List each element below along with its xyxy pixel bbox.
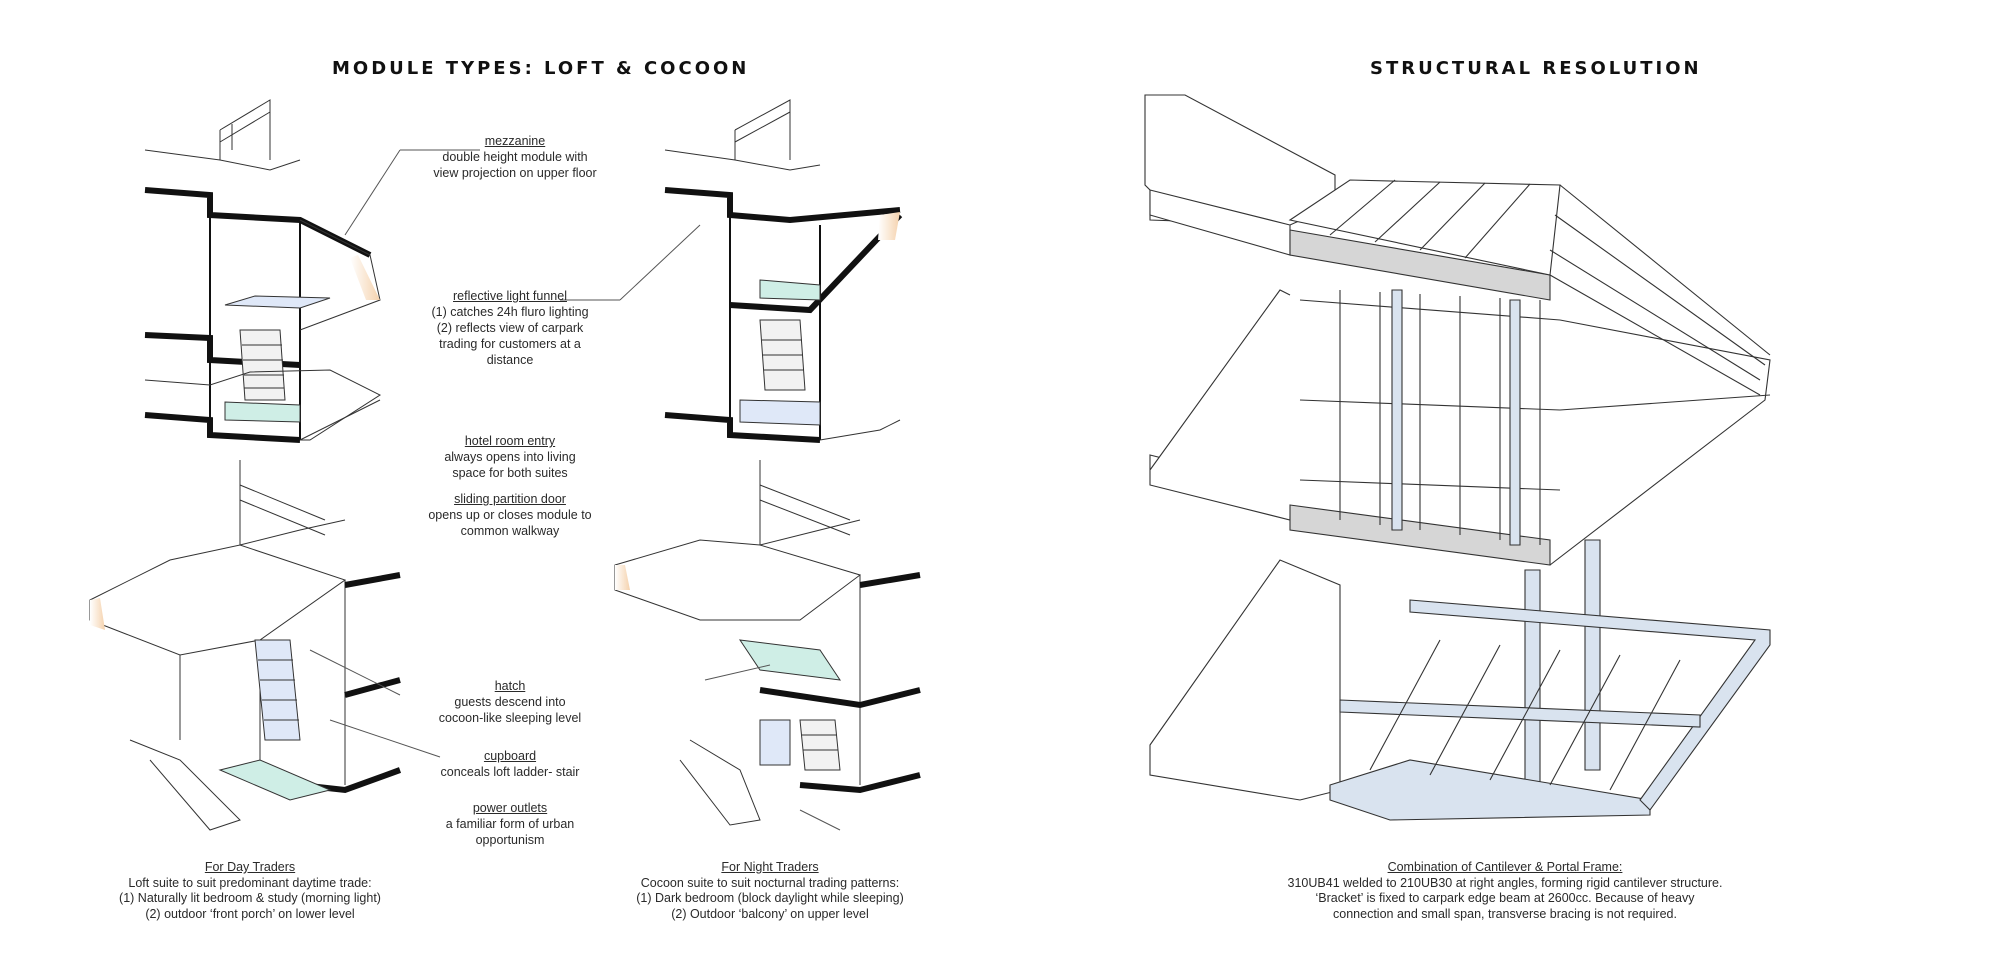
annotation-heading: hotel room entry (464, 434, 556, 448)
annotation-heading: cupboard (483, 749, 537, 763)
caption-heading: Combination of Cantilever & Portal Frame… (1387, 860, 1623, 874)
annotation-body: conceals loft ladder- stair (440, 765, 580, 779)
annotation-hotel-room-entry: hotel room entry always opens into livin… (420, 433, 600, 481)
annotation-heading: reflective light funnel (453, 289, 567, 303)
annotation-mezzanine: mezzanine double height module with view… (420, 133, 610, 181)
caption-body: 310UB41 welded to 210UB30 at right angle… (1287, 875, 1723, 921)
structural-frame-drawing (1144, 94, 1771, 821)
annotation-sliding-partition-door: sliding partition door opens up or close… (415, 491, 605, 539)
caption-body: Loft suite to suit predominant daytime t… (119, 875, 381, 921)
annotation-power-outlets: power outlets a familiar form of urban o… (420, 800, 600, 848)
annotation-heading: mezzanine (484, 134, 546, 148)
annotation-heading: power outlets (472, 801, 548, 815)
caption-structural: Combination of Cantilever & Portal Frame… (1245, 860, 1765, 922)
left-panel-title: MODULE TYPES: LOFT & COCOON (332, 58, 750, 79)
caption-heading: For Day Traders (204, 860, 296, 874)
annotation-reflective-light-funnel: reflective light funnel (1) catches 24h … (420, 288, 600, 368)
caption-night-traders: For Night Traders Cocoon suite to suit n… (615, 860, 925, 922)
annotation-heading: sliding partition door (454, 492, 566, 506)
right-panel-title: STRUCTURAL RESOLUTION (1370, 58, 1702, 79)
annotation-heading: hatch (494, 679, 526, 693)
annotation-body: opens up or closes module to common walk… (428, 508, 592, 538)
annotation-hatch: hatch guests descend into cocoon-like sl… (420, 678, 600, 726)
module-loft-section (144, 99, 480, 443)
caption-body: Cocoon suite to suit nocturnal trading p… (636, 875, 904, 921)
annotation-body: double height module with view projectio… (433, 150, 597, 180)
module-cocoon-section (560, 99, 903, 443)
module-cocoon-axonometric (614, 460, 921, 831)
annotation-body: a familiar form of urban opportunism (445, 817, 575, 847)
annotation-cupboard: cupboard conceals loft ladder- stair (420, 748, 600, 780)
caption-heading: For Night Traders (721, 860, 819, 874)
annotation-body: always opens into living space for both … (444, 450, 576, 480)
annotation-body: guests descend into cocoon-like sleeping… (438, 695, 582, 725)
caption-day-traders: For Day Traders Loft suite to suit predo… (95, 860, 405, 922)
module-loft-axonometric (89, 460, 441, 831)
annotation-body: (1) catches 24h fluro lighting (2) refle… (431, 305, 589, 367)
